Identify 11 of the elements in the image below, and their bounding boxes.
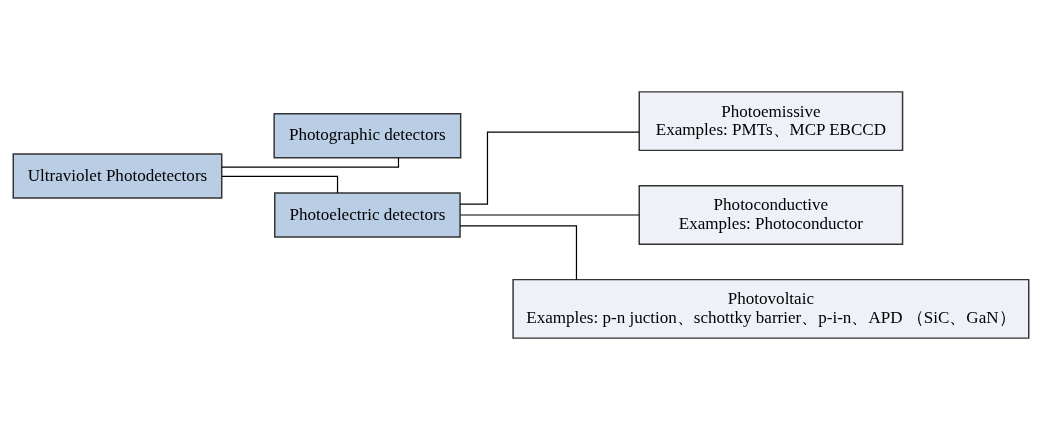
node-box: Photoemissive Examples: PMTs、MCP EBCCD [638,91,904,152]
connector [221,175,339,194]
node-box: Photoconductive Examples: Photoconductor [638,185,904,245]
connector [459,131,640,205]
connector [459,214,640,216]
node-box: Ultraviolet Photodetectors [12,153,223,199]
connector [221,157,400,168]
node-box: Photographic detectors [273,113,462,159]
node-box: Photoelectric detectors [274,192,461,238]
node-box: Photovoltaic Examples: p-n juction、schottky barrier、p-i-n、APD （SiC、GaN） [512,278,1030,339]
connector [459,225,578,280]
